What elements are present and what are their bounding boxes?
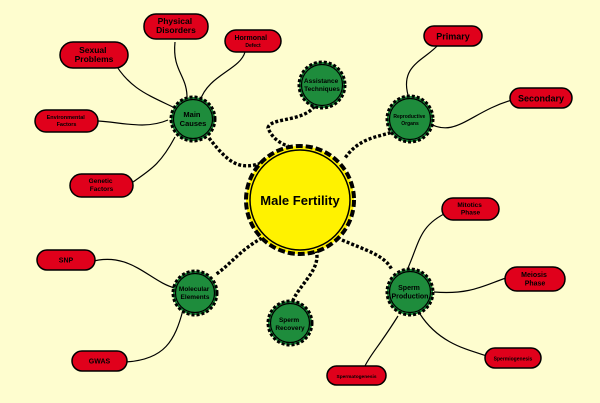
leaf-environmental-factors-line-1: Environmental [47,115,86,121]
svg-text:Reproductive Organs: Reproductive Organs [393,114,426,127]
connector-center-main-causes [207,136,263,168]
leaf-genetic-factors-line-2: Factors [90,186,114,193]
leaf-sexual-problems-line-1: Sexual [79,45,106,55]
connector-main-causes-genetic-factors [132,136,176,183]
hub-sperm-production-line-2: Production [392,294,429,301]
hub-reproductive-organs-line-1: Reproductive [393,114,425,120]
leaf-mitotics-phase-line-1: Mitotics [457,202,482,209]
hub-molecular-elements-line-1: Molecular [179,286,210,293]
leaf-genetic-factors[interactable]: Genetic Factors [69,173,134,198]
connector-center-molecular-elements [214,236,263,277]
svg-text:Sperm Recovery: Sperm Recovery [275,317,305,332]
leaf-spermatogenesis-label: Spermatogenesis [337,374,377,380]
hub-sperm-recovery[interactable]: Sperm Recovery [266,299,314,347]
connector-reproductive-organs-secondary [426,99,513,129]
connector-center-assistance-techniques [266,91,320,152]
leaf-environmental-factors[interactable]: Environmental Factors [34,109,99,133]
leaf-primary[interactable]: Primary [423,25,483,47]
hub-sperm-production[interactable]: Sperm Production [385,267,435,317]
hub-main-causes-line-2: Causes [180,119,207,128]
center-label: Male Fertility [260,193,340,208]
connector-main-causes-sexual-problems [112,59,176,109]
leaf-mitotics-phase[interactable]: Mitotics Phase [441,197,500,221]
leaf-meiosis-phase[interactable]: Meiosis Phase [504,266,566,292]
hub-assistance-techniques-line-1: Assistance [304,78,339,85]
svg-text:Environmental Factors: Environmental Factors [47,115,87,128]
leaf-spermiogenesis-label: Spermiogenesis [494,357,533,363]
hub-main-causes[interactable]: Main Causes [169,95,217,143]
svg-text:Sperm Production: Sperm Production [392,285,429,301]
connector-sperm-production-meiosis-phase [433,277,507,294]
svg-text:Hormonal Defect: Hormonal Defect [234,27,271,49]
hub-main-causes-line-1: Main [183,110,201,119]
leaf-physical-disorders[interactable]: Physical Disorders [143,13,209,40]
svg-text:Physical Disorders: Physical Disorders [156,16,196,35]
svg-text:Assistance Techniques: Assistance Techniques [304,78,340,93]
connector-main-causes-physical-disorders [174,41,188,101]
leaf-snp[interactable]: SNP [36,249,96,271]
svg-text:Main Causes: Main Causes [180,110,207,128]
leaf-snp-label: SNP [59,258,74,265]
svg-text:Mitotics Phase: Mitotics Phase [457,202,483,217]
leaf-secondary-label: Secondary [518,94,564,104]
connector-molecular-elements-snp [89,258,176,289]
leaf-sexual-problems[interactable]: Sexual Problems [59,41,129,69]
center-node[interactable]: Male Fertility [244,144,356,256]
connector-molecular-elements-gwas [124,309,184,363]
svg-text:Molecular Elements: Molecular Elements [179,286,211,301]
hub-molecular-elements-line-2: Elements [181,294,210,301]
leaf-meiosis-phase-line-1: Meiosis [521,272,547,279]
leaf-sexual-problems-line-2: Problems [75,54,114,64]
hub-molecular-elements[interactable]: Molecular Elements [171,269,219,317]
leaf-secondary[interactable]: Secondary [509,87,573,109]
leaf-hormonal-defect-line-2: Defect [245,43,261,49]
hub-sperm-production-line-1: Sperm [398,285,420,292]
connector-main-causes-hormonal-defect [199,51,246,102]
leaf-gwas-label: GWAS [89,359,111,366]
connector-sperm-production-spermatogenesis [364,315,399,367]
connector-main-causes-environmental-factors [97,119,169,126]
svg-text:Genetic Factors: Genetic Factors [89,178,115,193]
svg-text:Sexual Problems: Sexual Problems [75,45,114,64]
connector-sperm-production-spermiogenesis [419,313,491,358]
hub-assistance-techniques[interactable]: Assistance Techniques [297,60,347,110]
svg-text:Meiosis Phase: Meiosis Phase [521,272,549,288]
leaf-environmental-factors-line-2: Factors [57,122,77,128]
leaf-spermatogenesis[interactable]: Spermatogenesis [326,365,387,386]
leaf-physical-disorders-line-1: Physical [158,16,193,26]
connector-center-sperm-production [341,238,394,271]
hub-assistance-techniques-line-2: Techniques [304,86,340,93]
leaf-physical-disorders-line-2: Disorders [156,25,196,35]
leaf-genetic-factors-line-1: Genetic [89,178,113,185]
leaf-mitotics-phase-line-2: Phase [461,210,481,217]
leaf-spermiogenesis[interactable]: Spermiogenesis [484,347,542,369]
hub-reproductive-organs-line-2: Organs [401,121,419,127]
connector-center-sperm-recovery [290,249,319,304]
hub-sperm-recovery-line-1: Sperm [279,317,299,324]
hub-sperm-recovery-line-2: Recovery [275,325,305,332]
leaf-hormonal-defect-line-1: Hormonal [234,35,267,42]
hub-reproductive-organs[interactable]: Reproductive Organs [385,94,435,144]
leaf-meiosis-phase-line-2: Phase [525,281,546,288]
leaf-gwas[interactable]: GWAS [71,350,128,372]
connector-reproductive-organs-primary [405,44,439,96]
leaf-hormonal-defect[interactable]: Hormonal Defect [224,27,282,53]
leaf-primary-label: Primary [436,32,470,42]
connector-sperm-production-mitotics-phase [407,211,449,269]
